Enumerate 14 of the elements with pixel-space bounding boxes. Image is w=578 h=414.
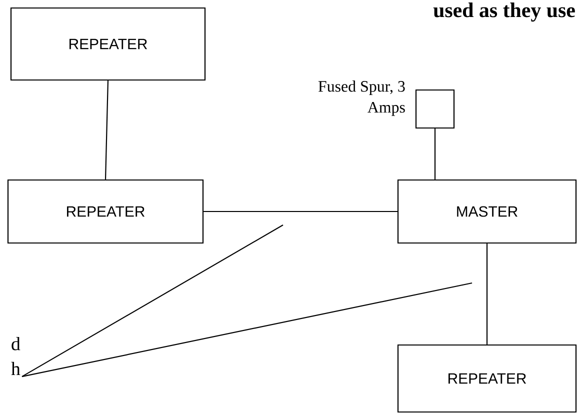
repeater-box: MASTER xyxy=(397,179,577,244)
side-label: Fused Spur, 3 Amps xyxy=(318,80,405,116)
connector-line xyxy=(104,80,109,180)
fuse-box xyxy=(415,89,455,129)
connector-line xyxy=(204,210,398,212)
heading-text: used as they use xyxy=(433,2,575,22)
note-text: d h xyxy=(11,337,20,376)
leader-line xyxy=(22,282,472,378)
repeater-box: REPEATER xyxy=(7,179,204,244)
leader-line xyxy=(22,224,284,378)
connector-line xyxy=(434,128,436,180)
connector-line xyxy=(486,244,488,344)
repeater-box: REPEATER xyxy=(10,7,206,81)
repeater-box: REPEATER xyxy=(397,344,577,413)
